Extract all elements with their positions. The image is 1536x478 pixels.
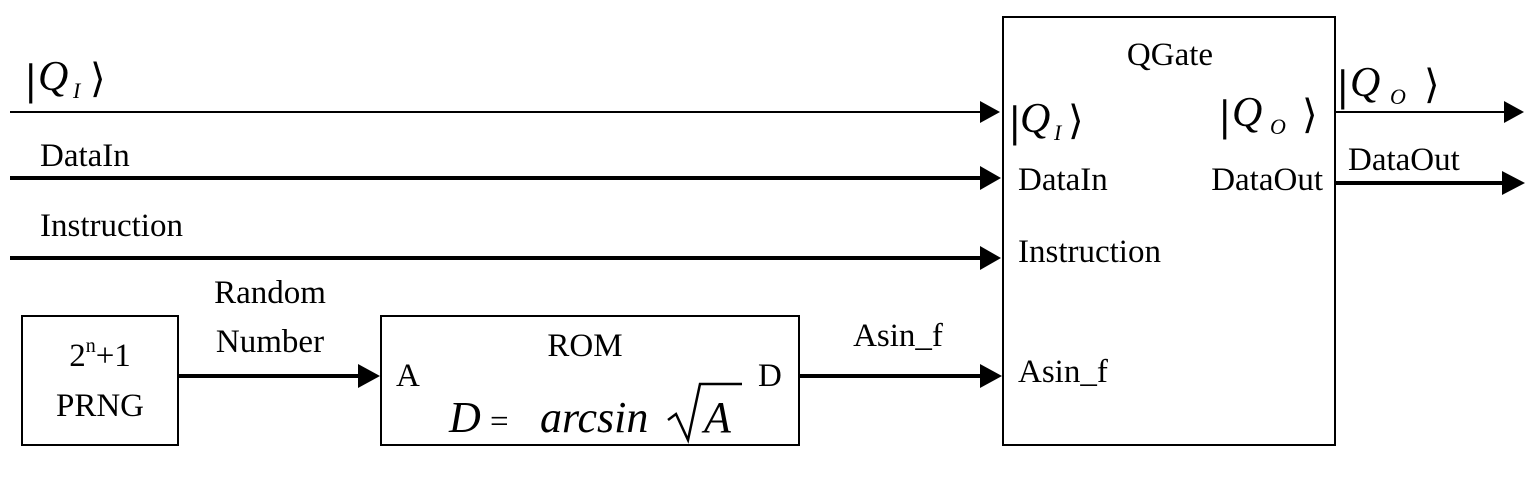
rom-port-a: A <box>396 358 420 394</box>
sqrt-radical <box>667 382 742 444</box>
qgate-qo-subscript: O <box>1270 114 1286 139</box>
qgate-instruction-port: Instruction <box>1018 234 1161 270</box>
prng-plus-one: +1 <box>96 338 131 374</box>
svg-text:|: | <box>1336 64 1349 110</box>
qgate-qi-subscript: I <box>1053 120 1063 145</box>
qo-output-label: | Q O ⟩ <box>1336 60 1440 110</box>
formula-function: arcsin <box>540 393 648 442</box>
qgate-dataout-port: DataOut <box>1211 162 1323 198</box>
rom-title: ROM <box>547 328 622 364</box>
qgate-qi-port: | Q I ⟩ <box>1008 96 1084 146</box>
dataout-label: DataOut <box>1348 142 1460 178</box>
qo-letter: Q <box>1350 60 1380 106</box>
qgate-box <box>1002 16 1336 446</box>
prng-line1: 2n+1 <box>69 335 131 374</box>
datain-label: DataIn <box>40 138 130 174</box>
instruction-arrowhead <box>980 246 1001 270</box>
qi-input-arrowhead <box>980 101 1000 123</box>
prng-label: PRNG <box>56 388 144 424</box>
random-number-arrowhead <box>358 364 380 388</box>
svg-text:⟩: ⟩ <box>1068 98 1084 144</box>
formula-argument: A <box>701 393 732 442</box>
svg-text:|: | <box>1008 100 1021 146</box>
svg-text:⟩: ⟩ <box>1302 92 1318 138</box>
qi-subscript: I <box>72 78 82 103</box>
datain-arrowhead <box>980 166 1001 190</box>
svg-text:⟩: ⟩ <box>1424 62 1440 108</box>
qgate-qo-letter: Q <box>1232 90 1262 136</box>
qgate-qo-port: | Q O ⟩ <box>1218 90 1318 140</box>
svg-text:|: | <box>1218 94 1231 140</box>
asin-signal-label: Asin_f <box>853 318 943 354</box>
qgate-qi-letter: Q <box>1020 96 1050 142</box>
prng-box <box>21 315 179 446</box>
prng-base: 2 <box>69 338 86 374</box>
qgate-datain-port: DataIn <box>1018 162 1108 198</box>
formula-equals: = <box>490 404 509 440</box>
qgate-title: QGate <box>1127 37 1213 73</box>
qo-output-arrowhead <box>1504 101 1524 123</box>
rom-box <box>380 315 800 446</box>
random-number-label-line2: Number <box>216 324 324 360</box>
qi-input-label: | Q I ⟩ <box>24 54 106 104</box>
random-number-label-line1: Random <box>214 275 326 311</box>
dataout-arrowhead <box>1502 171 1525 195</box>
qi-letter: Q <box>38 54 68 100</box>
asin-arrowhead <box>980 364 1002 388</box>
rom-formula: D = arcsin A <box>448 382 742 444</box>
qgate-asin-port: Asin_f <box>1018 354 1108 390</box>
instruction-label: Instruction <box>40 208 183 244</box>
qo-subscript: O <box>1390 84 1406 109</box>
rom-port-d: D <box>758 358 782 394</box>
prng-superscript: n <box>86 335 96 357</box>
svg-text:⟩: ⟩ <box>90 56 106 102</box>
svg-text:|: | <box>24 58 37 104</box>
formula-lhs: D <box>448 393 481 442</box>
